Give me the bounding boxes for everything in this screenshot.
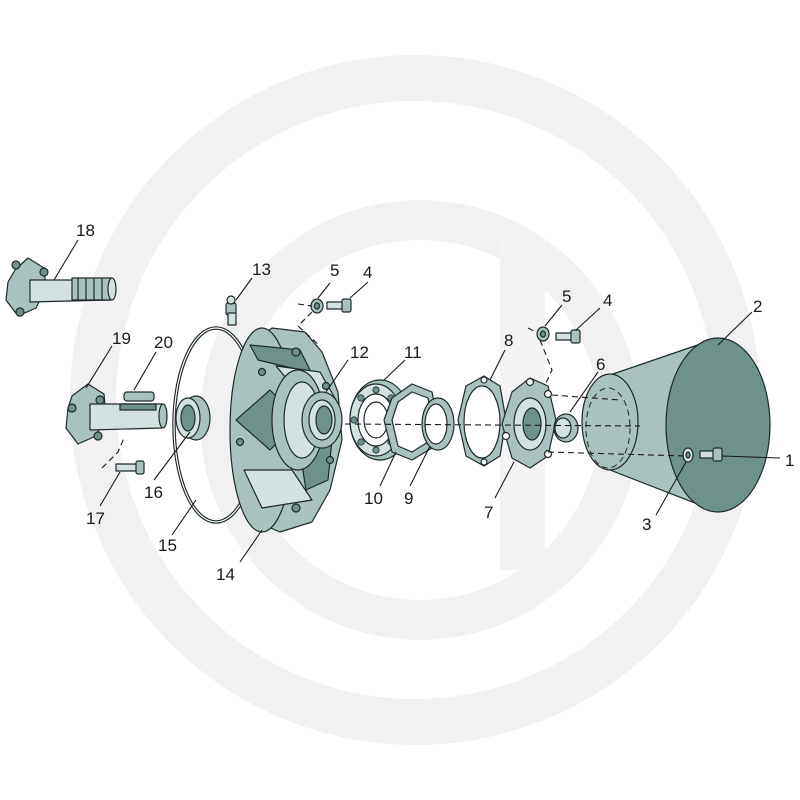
callout-4-left: 4 <box>363 263 372 282</box>
part-13-grease-nipple <box>225 295 237 326</box>
callout-18: 18 <box>76 221 95 240</box>
part-7-cover-plate <box>501 377 557 469</box>
callout-7: 7 <box>484 503 493 522</box>
part-10-retaining-ring <box>383 383 439 461</box>
part-12-seal <box>301 391 343 449</box>
callout-5-right: 5 <box>562 287 571 306</box>
callout-6: 6 <box>596 355 605 374</box>
part-9-spacer-ring <box>421 397 455 451</box>
part-20-key <box>123 391 155 402</box>
callout-labels: 1 2 3 4 4 5 5 6 7 8 9 10 11 12 13 14 15 … <box>76 221 794 584</box>
callout-19: 19 <box>112 329 131 348</box>
callout-9: 9 <box>404 489 413 508</box>
callout-20: 20 <box>154 333 173 352</box>
part-16-bushing <box>175 395 211 441</box>
part-3-washer <box>682 447 694 463</box>
part-6-sleeve <box>553 413 579 443</box>
callout-14: 14 <box>216 565 235 584</box>
part-8-gasket <box>457 375 507 467</box>
callout-2: 2 <box>753 297 762 316</box>
callout-13: 13 <box>252 260 271 279</box>
part-1-bolt <box>699 447 723 462</box>
assembly-dashed-lines <box>101 303 687 469</box>
callout-4-right: 4 <box>603 291 612 310</box>
callout-1: 1 <box>785 451 794 470</box>
callout-15: 15 <box>158 536 177 555</box>
part-5-washer-right <box>536 326 550 342</box>
callout-16: 16 <box>144 483 163 502</box>
part-4-bolt-left <box>326 298 352 313</box>
callout-17: 17 <box>86 509 105 528</box>
part-4-bolt-right <box>555 329 581 344</box>
leader-lines <box>53 239 781 563</box>
callout-5-left: 5 <box>330 261 339 280</box>
callout-8: 8 <box>504 331 513 350</box>
part-2-guard-cone <box>581 337 771 513</box>
part-14-housing <box>229 327 343 533</box>
part-5-washer-left <box>310 298 324 314</box>
part-19-flange-shaft <box>65 383 168 445</box>
callout-10: 10 <box>364 489 383 508</box>
part-18-splined-shaft <box>5 257 117 317</box>
part-17-bolt <box>115 460 145 475</box>
callout-12: 12 <box>350 343 369 362</box>
callout-11: 11 <box>404 343 422 362</box>
callout-3: 3 <box>642 515 651 534</box>
